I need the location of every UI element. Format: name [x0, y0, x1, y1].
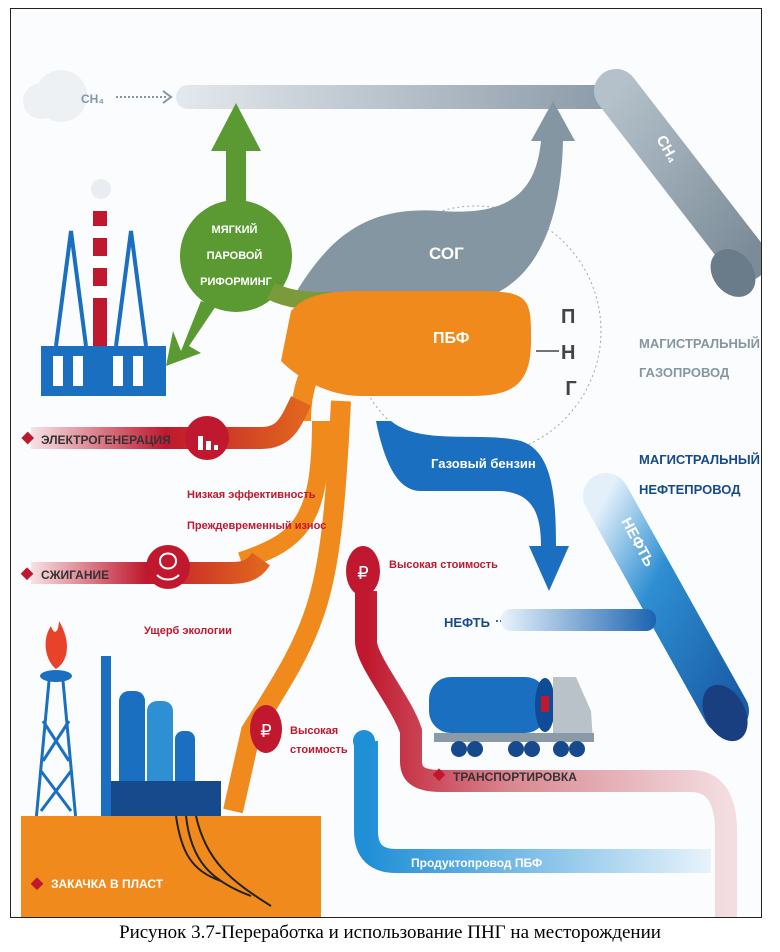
flare-tower-icon	[34, 621, 78, 822]
png-letter: Н	[561, 342, 575, 364]
figure-caption: Рисунок 3.7-Переработка и использование …	[119, 922, 661, 943]
reforming-label: МЯГКИЙ ПАРОВОЙ РИФОРМИНГ	[200, 223, 272, 288]
gas-pipeline-label: МАГИСТРАЛЬНЫЙ ГАЗОПРОВОД	[639, 336, 762, 380]
premature-wear-label: Преждевременный износ	[187, 520, 326, 532]
ch4-gas-flow: CH₄ CH₄	[23, 69, 761, 297]
product-pipeline-label: Продуктопровод ПБФ	[411, 856, 542, 870]
power-plant-icon	[41, 179, 166, 396]
oil-pipeline-line-1: МАГИСТРАЛЬНЫЙ	[639, 452, 760, 467]
png-letter: Г	[565, 378, 576, 400]
reforming-line-1: МЯГКИЙ	[212, 223, 258, 236]
oil-trunk-pipeline: НЕФТЬ	[583, 473, 749, 742]
product-pipeline-route	[354, 741, 711, 873]
gas-pipeline-line-1: МАГИСТРАЛЬНЫЙ	[639, 336, 760, 351]
gas-gasoline-label: Газовый бензин	[431, 456, 536, 471]
ch4-label: CH₄	[81, 92, 104, 106]
power-generation-route	[31, 396, 311, 449]
high-cost-label: Высокая стоимость	[389, 559, 498, 571]
high-cost-label-2: Высокая стоимость	[290, 725, 348, 756]
flaring-label: СЖИГАНИЕ	[41, 568, 109, 582]
svg-text:₽: ₽	[260, 721, 271, 742]
ruble-bag-icon: ₽	[346, 546, 380, 596]
diagram-frame: CH₄ CH₄ СОГ МЯГКИЙ ПАРОВОЙ РИФОРМИНГ ПБФ…	[10, 8, 762, 918]
power-generation-label: ЭЛЕКТРОГЕНЕРАЦИЯ	[41, 433, 171, 447]
transport-route	[355, 591, 737, 917]
svg-text:₽: ₽	[357, 563, 368, 584]
oil-label: НЕФТЬ	[444, 615, 490, 630]
reforming-line-2: ПАРОВОЙ	[207, 249, 263, 262]
pbf-label: ПБФ	[433, 330, 470, 347]
eco-damage-label: Ущерб экологии	[144, 625, 232, 637]
oil-pipeline-label: МАГИСТРАЛЬНЫЙ НЕФТЕПРОВОД	[639, 452, 762, 497]
transportation-label: ТРАНСПОРТИРОВКА	[453, 770, 577, 784]
injection-label: ЗАКАЧКА В ПЛАСТ	[51, 877, 164, 891]
ruble-bag-icon: ₽	[250, 705, 282, 753]
gas-gasoline-flow: Газовый бензин	[376, 421, 569, 591]
low-efficiency-label: Низкая эффективность	[187, 489, 316, 501]
flower-ecology-icon	[146, 545, 190, 589]
pbf-flow: ПБФ	[223, 291, 531, 814]
injection-ground: ЗАКАЧКА В ПЛАСТ	[21, 815, 321, 917]
flaring-route	[31, 552, 270, 584]
sog-label: СОГ	[429, 244, 464, 263]
efficiency-decline-icon	[185, 416, 229, 460]
oil-pipeline-line-2: НЕФТЕПРОВОД	[639, 482, 741, 497]
injection-plant-icon	[101, 656, 221, 816]
reforming-line-3: РИФОРМИНГ	[200, 276, 272, 288]
png-label: П Н Г	[561, 306, 581, 400]
sog-flow: СОГ	[291, 101, 575, 301]
oil-inflow: НЕФТЬ	[444, 609, 656, 631]
high-cost-line-1: Высокая	[290, 725, 338, 737]
png-utilization-diagram: CH₄ CH₄ СОГ МЯГКИЙ ПАРОВОЙ РИФОРМИНГ ПБФ…	[20, 69, 762, 917]
png-letter: П	[561, 306, 575, 328]
tanker-truck-icon	[429, 677, 594, 757]
gas-pipeline-line-2: ГАЗОПРОВОД	[639, 365, 730, 380]
high-cost-line-2: стоимость	[290, 744, 348, 756]
